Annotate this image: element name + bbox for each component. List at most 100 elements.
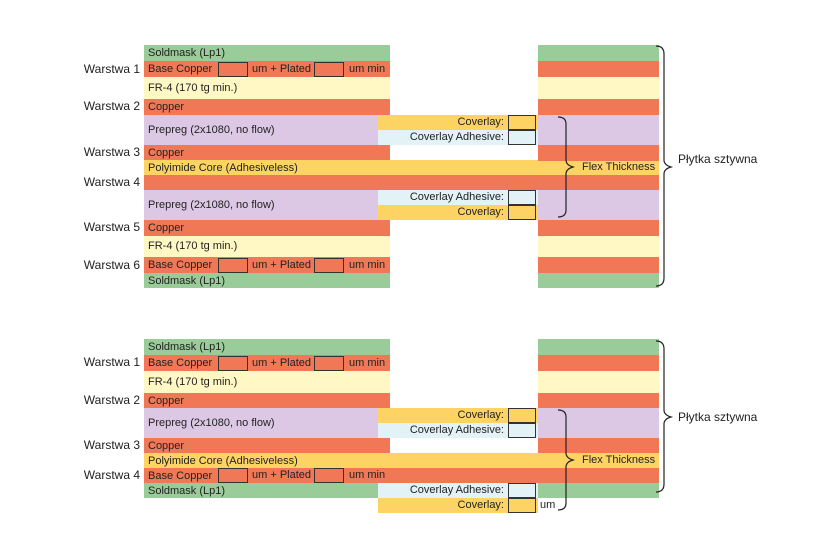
base-copper-top: Base Copper <box>144 61 390 77</box>
coverlay-adhesive-bottom-label: Coverlay Adhesive: <box>409 191 504 203</box>
plated-bottom-thickness-input[interactable] <box>314 468 344 483</box>
flex-thickness-label: Flex Thickness <box>582 161 656 173</box>
polyimide-core-label: Polyimide Core (Adhesiveless) <box>148 162 298 174</box>
base-copper-bottom-label: Base Copper <box>148 470 213 482</box>
layer-label: Warstwa 1 <box>83 355 140 369</box>
layer-label: Warstwa 4 <box>83 468 140 482</box>
right-fr4-top <box>538 371 659 393</box>
coverlay-adhesive-top-label: Coverlay Adhesive: <box>409 424 504 436</box>
base-copper-bottom: Base Copper <box>144 257 390 273</box>
prepreg-label: Prepreg (2x1080, no flow) <box>148 417 275 429</box>
prepreg-top-label: Prepreg (2x1080, no flow) <box>148 124 275 136</box>
base-copper-bottom-thickness-input[interactable] <box>218 258 248 273</box>
coverlay-adhesive-top <box>378 130 538 145</box>
prepreg-top: Prepreg (2x1080, no flow) <box>144 115 390 145</box>
right-prepreg-top <box>538 115 659 145</box>
fr4-bottom-label: FR-4 (170 tg min.) <box>148 240 238 252</box>
fr4-top-label: FR-4 (170 tg min.) <box>148 82 238 94</box>
plated-thickness-input[interactable] <box>314 356 344 371</box>
coverlay-bottom-input[interactable] <box>508 498 536 513</box>
copper-layer-3-label: Copper <box>148 440 185 452</box>
right-copper-3 <box>538 438 659 453</box>
layer-label: Warstwa 2 <box>83 393 140 407</box>
coverlay-adhesive-bottom-input[interactable] <box>508 190 536 205</box>
coverlay-bottom <box>378 498 538 513</box>
flex-thickness-label: Flex Thickness <box>582 454 656 466</box>
right-fr4-bottom <box>538 236 659 257</box>
right-copper-2 <box>538 99 659 115</box>
rigid-board-brace <box>655 45 674 287</box>
flex-thickness-brace <box>557 116 576 218</box>
coverlay-top <box>378 115 538 130</box>
flex-thickness-brace <box>557 409 576 511</box>
base-copper-label: Base Copper <box>148 357 213 369</box>
coverlay-bottom-input[interactable] <box>508 205 536 220</box>
rigid-board-label: Płytka sztywna <box>678 152 758 166</box>
prepreg-bottom: Prepreg (2x1080, no flow) <box>144 190 390 220</box>
right-prepreg <box>538 408 659 438</box>
right-copper-6 <box>538 257 659 273</box>
rigid-board-label: Płytka sztywna <box>678 410 758 424</box>
plated-bottom-label: um + Plated <box>252 469 312 481</box>
coverlay-adhesive-top-label: Coverlay Adhesive: <box>409 131 504 143</box>
soldmask-bottom-label: Soldmask (Lp1) <box>148 275 226 287</box>
coverlay-bottom-label: Coverlay: <box>457 499 504 511</box>
coverlay-adhesive-top-input[interactable] <box>508 423 536 438</box>
copper-layer-4 <box>144 175 659 190</box>
base-copper-bottom-label: Base Copper <box>148 259 213 271</box>
fr4-bottom: FR-4 (170 tg min.) <box>144 236 390 257</box>
soldmask-top: Soldmask (Lp1) <box>144 45 390 61</box>
coverlay-adhesive-bottom-input[interactable] <box>508 483 536 498</box>
plated-bottom-label: um + Plated <box>252 259 312 271</box>
right-copper-3 <box>538 145 659 161</box>
coverlay-top-input[interactable] <box>508 408 536 423</box>
right-fr4-top <box>538 77 659 99</box>
right-soldmask-bottom <box>538 483 659 498</box>
soldmask-bottom: Soldmask (Lp1) <box>144 483 390 498</box>
um-min-bottom-label: um min <box>349 259 386 271</box>
coverlay-adhesive-bottom <box>378 483 538 498</box>
coverlay-top-label: Coverlay: <box>457 409 504 421</box>
coverlay-top-label: Coverlay: <box>457 116 504 128</box>
polyimide-core: Polyimide Core (Adhesiveless) <box>144 453 659 468</box>
right-soldmask-top <box>538 339 659 355</box>
coverlay-adhesive-top-input[interactable] <box>508 130 536 145</box>
layer-label: Warstwa 6 <box>83 258 140 272</box>
rigid-board-brace <box>655 340 674 493</box>
polyimide-core: Polyimide Core (Adhesiveless) <box>144 160 659 175</box>
copper-layer-5: Copper <box>144 220 390 236</box>
um-min-label: um min <box>349 63 386 75</box>
base-copper-bottom-thickness-input[interactable] <box>218 468 248 483</box>
layer-label: Warstwa 1 <box>83 62 140 76</box>
coverlay-adhesive-bottom <box>378 190 538 205</box>
prepreg-bottom-label: Prepreg (2x1080, no flow) <box>148 199 275 211</box>
coverlay-adhesive-top <box>378 423 538 438</box>
right-soldmask-bottom <box>538 273 659 288</box>
plated-label: um + Plated <box>252 357 312 369</box>
soldmask-top: Soldmask (Lp1) <box>144 339 390 355</box>
copper-layer-2-label: Copper <box>148 101 185 113</box>
right-soldmask-top <box>538 45 659 61</box>
copper-layer-3-label: Copper <box>148 147 185 159</box>
soldmask-top-label: Soldmask (Lp1) <box>148 341 226 353</box>
right-copper-1 <box>538 355 659 371</box>
polyimide-core-label: Polyimide Core (Adhesiveless) <box>148 455 298 467</box>
coverlay-bottom-unit: um <box>540 499 556 511</box>
fr4-top-label: FR-4 (170 tg min.) <box>148 376 238 388</box>
plated-bottom-thickness-input[interactable] <box>314 258 344 273</box>
layer-label: Warstwa 2 <box>83 99 140 113</box>
base-copper-thickness-input[interactable] <box>218 62 248 77</box>
base-copper-top: Base Copper <box>144 355 390 371</box>
coverlay-bottom <box>378 205 538 220</box>
soldmask-bottom: Soldmask (Lp1) <box>144 273 390 288</box>
layer-label: Warstwa 5 <box>83 220 140 234</box>
copper-layer-3: Copper <box>144 438 390 453</box>
coverlay-top-input[interactable] <box>508 115 536 130</box>
right-copper-5 <box>538 220 659 236</box>
soldmask-top-label: Soldmask (Lp1) <box>148 47 226 59</box>
right-copper-1 <box>538 61 659 77</box>
base-copper-thickness-input[interactable] <box>218 356 248 371</box>
plated-thickness-input[interactable] <box>314 62 344 77</box>
right-prepreg-bottom <box>538 190 659 220</box>
